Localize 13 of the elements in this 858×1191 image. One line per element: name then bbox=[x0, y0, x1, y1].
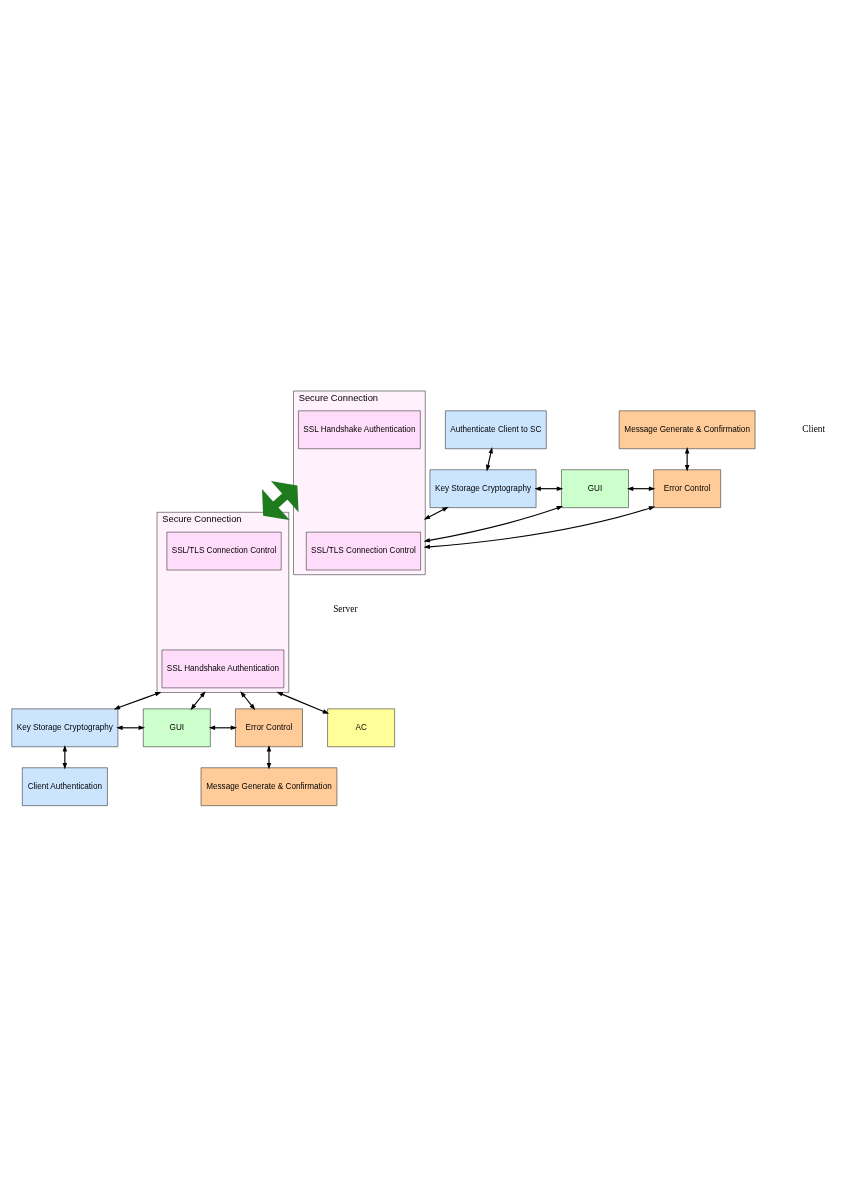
arrow bbox=[189, 690, 206, 710]
label: Client bbox=[801, 423, 825, 434]
label: Server bbox=[332, 603, 358, 614]
arrow bbox=[239, 690, 255, 710]
arrow bbox=[423, 506, 449, 520]
arrow bbox=[113, 691, 161, 709]
arrow bbox=[423, 505, 563, 542]
arrow bbox=[485, 446, 493, 471]
arrow bbox=[261, 480, 298, 520]
arrow bbox=[684, 446, 689, 471]
arrow bbox=[275, 691, 329, 714]
arrow bbox=[423, 505, 655, 549]
arrow bbox=[266, 744, 271, 769]
